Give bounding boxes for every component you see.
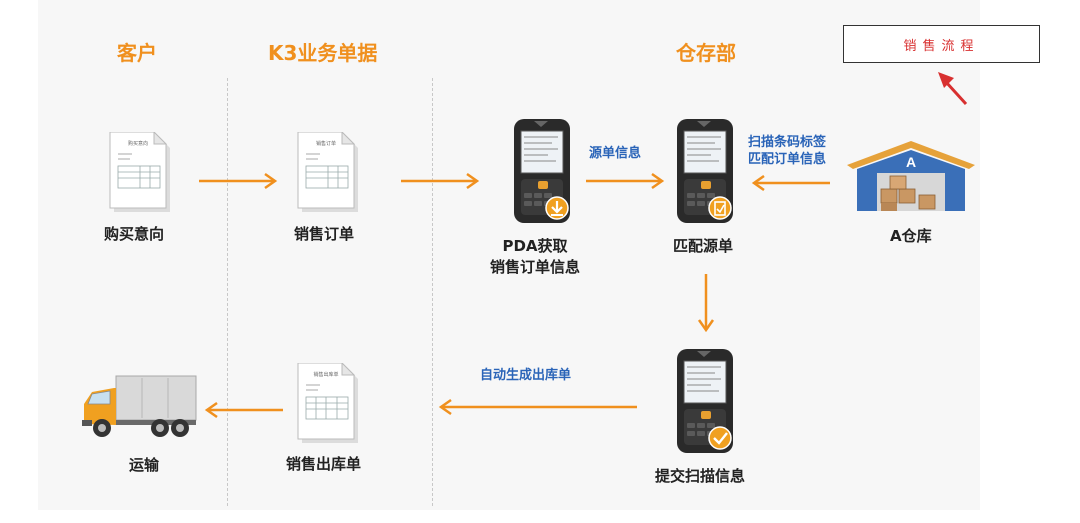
document-icon: 销售出库单 xyxy=(297,363,358,443)
flow-arrow-down xyxy=(697,274,715,332)
warehouse-icon: A xyxy=(847,141,975,211)
node-purchase-intent: 购买意向 xyxy=(104,225,165,243)
annotation-source-info: 源单信息 xyxy=(589,146,642,161)
doc-title: 销售出库单 xyxy=(313,371,338,378)
pda-device-icon xyxy=(514,119,570,223)
pda-device-icon xyxy=(677,119,733,223)
node-match-source: 匹配源单 xyxy=(673,237,734,255)
red-pointer-arrow xyxy=(938,72,968,106)
header-k3: K3业务单据 xyxy=(268,41,378,65)
doc-title: 销售订单 xyxy=(316,140,336,147)
annotation-scan-line2: 匹配订单信息 xyxy=(748,152,827,167)
node-submit-scan: 提交扫描信息 xyxy=(655,467,746,485)
node-pda-get: PDA获取 销售订单信息 xyxy=(490,236,580,278)
node-pda-get-line1: PDA获取 xyxy=(502,237,568,255)
doc-title: 购买意向 xyxy=(128,140,148,147)
node-warehouse-a: A仓库 xyxy=(890,227,932,245)
pda-device-icon xyxy=(677,349,733,453)
flow-arrow-right xyxy=(586,172,665,190)
document-icon: 购买意向 xyxy=(109,132,170,212)
divider-left xyxy=(227,78,228,506)
flow-arrow-right xyxy=(401,172,480,190)
divider-right xyxy=(432,78,433,506)
node-sales-order: 销售订单 xyxy=(294,225,355,243)
document-icon: 销售订单 xyxy=(297,132,358,212)
annotation-auto-generate: 自动生成出库单 xyxy=(480,368,572,383)
node-transport: 运输 xyxy=(129,456,160,474)
warehouse-sign: A xyxy=(906,154,916,170)
annotation-scan: 扫描条码标签 匹配订单信息 xyxy=(748,134,826,168)
header-warehouse-dept: 仓存部 xyxy=(676,41,736,65)
node-sales-outbound: 销售出库单 xyxy=(286,455,362,473)
flow-arrow-left xyxy=(204,401,283,419)
truck-icon xyxy=(82,375,197,437)
flow-arrow-left xyxy=(438,398,637,416)
flow-arrow-right xyxy=(199,172,278,190)
title-box: 销售流程 xyxy=(843,25,1040,63)
header-customer: 客户 xyxy=(117,41,157,65)
annotation-scan-line1: 扫描条码标签 xyxy=(748,135,827,150)
node-pda-get-line2: 销售订单信息 xyxy=(490,258,581,276)
flow-arrow-left xyxy=(751,174,830,192)
